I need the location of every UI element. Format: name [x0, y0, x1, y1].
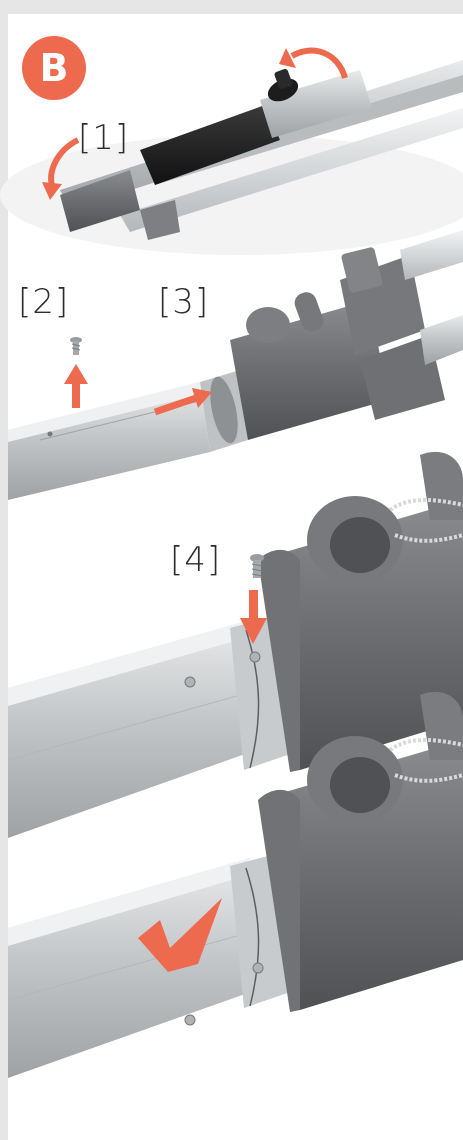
screw-icon: [70, 337, 82, 355]
assembled-illustration: [7, 691, 463, 1078]
step-label-1: [1]: [78, 118, 130, 158]
step-4-illustration: [7, 451, 463, 838]
up-arrow-icon: [64, 364, 88, 408]
checkmark-icon: [138, 898, 222, 972]
rotate-arrow-head-icon: [42, 182, 62, 200]
step-2-3-illustration: [8, 230, 463, 500]
step-label-2: [2]: [18, 282, 70, 322]
screw-icon: [250, 554, 264, 578]
rotate-arrow-icon: [48, 137, 80, 187]
rotate-arrow-head-icon: [279, 48, 296, 68]
section-badge: B: [22, 36, 86, 100]
right-arrow-icon: [153, 388, 212, 416]
step-1-illustration: [0, 60, 463, 255]
down-arrow-icon: [240, 590, 267, 644]
step-label-4: [4]: [170, 540, 222, 580]
step-label-3: [3]: [158, 282, 210, 322]
rotate-arrow-icon: [290, 47, 348, 79]
